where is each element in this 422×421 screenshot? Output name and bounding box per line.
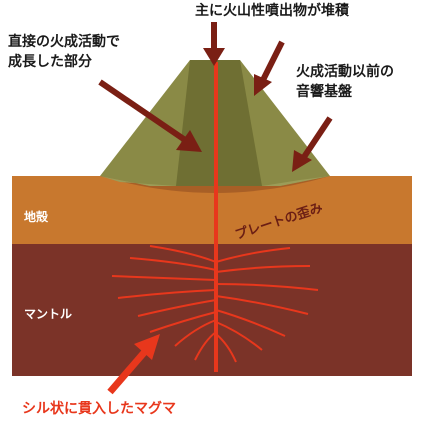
label-sill-magma: シル状に貫入したマグマ xyxy=(22,401,176,417)
label-mantle: マントル xyxy=(24,307,73,321)
direct-growth-core xyxy=(176,60,262,186)
acoustic-basement-right xyxy=(262,176,330,186)
sill-magma-arrow xyxy=(107,334,160,395)
label-basement-line2: 音響基盤 xyxy=(296,84,352,100)
callout-arrows xyxy=(98,22,333,172)
sill-intrusions-right xyxy=(215,247,319,363)
mantle-layer xyxy=(12,244,412,376)
label-crust: 地殻 xyxy=(24,210,49,224)
label-direct-growth-line2: 成長した部分 xyxy=(8,54,92,70)
label-direct-growth-line1: 直接の火成活動で xyxy=(8,34,120,50)
label-deposit: 主に火山性噴出物が堆積 xyxy=(195,3,349,19)
sill-intrusions-left xyxy=(111,245,217,361)
label-basement-line1: 火成活動以前の xyxy=(296,64,394,80)
